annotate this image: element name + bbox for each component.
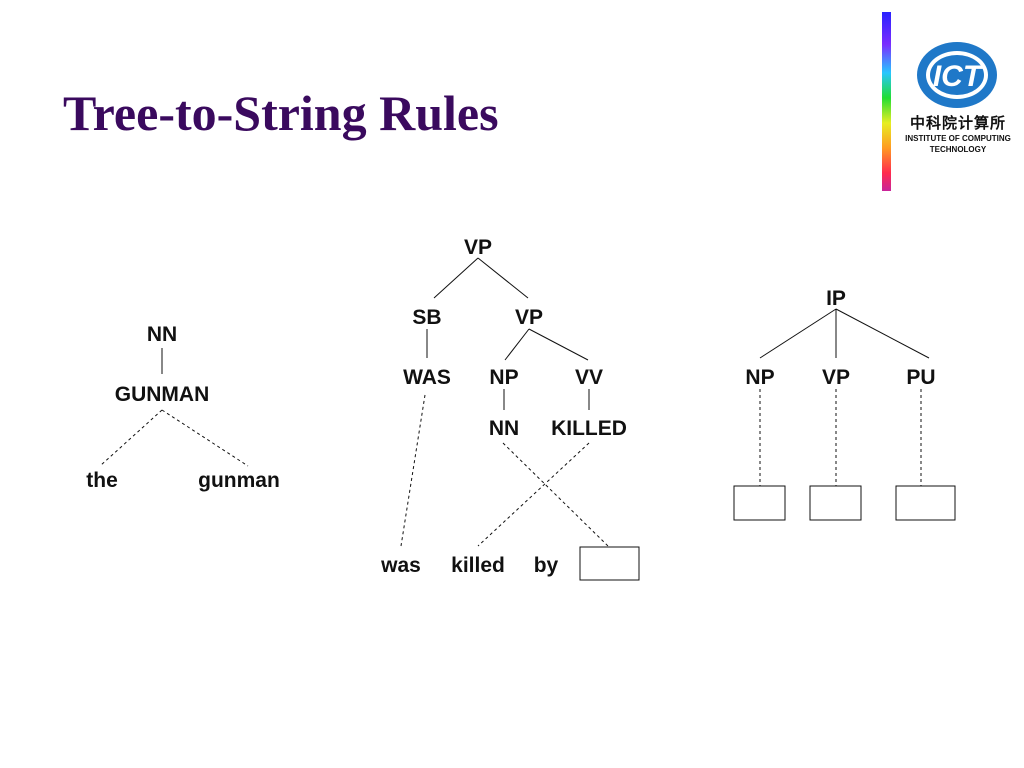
node-pu: PU <box>906 366 935 389</box>
node-nn: NN <box>489 417 519 440</box>
rule-3-tree: IP NP VP PU <box>733 287 956 521</box>
node-ip: IP <box>826 287 846 310</box>
output-word-killed: killed <box>451 554 505 577</box>
node-np: NP <box>745 366 774 389</box>
output-word-was: was <box>380 554 421 577</box>
logo-emblem-text: ICT <box>933 60 984 93</box>
alignment-gunman-the <box>99 409 163 467</box>
output-slot-box <box>579 546 640 581</box>
edge-ip-pu <box>835 308 930 359</box>
alignment-nn-slot <box>502 442 609 547</box>
alignment-killed-killed <box>477 442 590 547</box>
logo-english-name: INSTITUTE OF COMPUTING TECHNOLOGY <box>896 133 1020 155</box>
node-was: WAS <box>403 366 451 389</box>
node-nn: NN <box>147 323 177 346</box>
logo-chinese-name: 中科院计算所 <box>909 114 1006 132</box>
node-vp: VP <box>822 366 850 389</box>
node-vp: VP <box>515 306 543 329</box>
output-word-the: the <box>86 469 118 492</box>
rule-1-tree: NN GUNMAN the gunman <box>86 323 280 492</box>
alignment-gunman-gunman <box>161 409 249 467</box>
edge-vp-sb <box>433 257 479 299</box>
node-vp-root: VP <box>464 236 492 259</box>
alignment-was-was <box>400 394 426 547</box>
rainbow-accent-bar <box>882 12 891 191</box>
output-word-by: by <box>534 554 559 577</box>
edge-ip-np <box>759 308 837 359</box>
node-vv: VV <box>575 366 603 389</box>
ict-emblem-icon: ICT <box>917 42 997 108</box>
rule-2-tree: VP SB VP WAS NP VV NN KILLED was killed … <box>380 236 640 581</box>
output-slot-box-pu <box>895 485 956 521</box>
node-sb: SB <box>412 306 441 329</box>
ict-logo: ICT 中科院计算所 INSTITUTE OF COMPUTING TECHNO… <box>896 40 1020 160</box>
output-slot-box-np <box>733 485 786 521</box>
node-killed: KILLED <box>551 417 627 440</box>
node-np: NP <box>489 366 518 389</box>
edge-vp-vv <box>528 328 589 361</box>
edge-vp-np <box>504 328 530 361</box>
slide-title: Tree-to-String Rules <box>63 85 499 141</box>
output-slot-box-vp <box>809 485 862 521</box>
output-word-gunman: gunman <box>198 469 280 492</box>
logo-line-2: TECHNOLOGY <box>929 145 987 154</box>
edge-vp-vp <box>477 257 529 299</box>
logo-line-1: INSTITUTE OF COMPUTING <box>905 134 1011 143</box>
node-gunman: GUNMAN <box>115 383 210 406</box>
